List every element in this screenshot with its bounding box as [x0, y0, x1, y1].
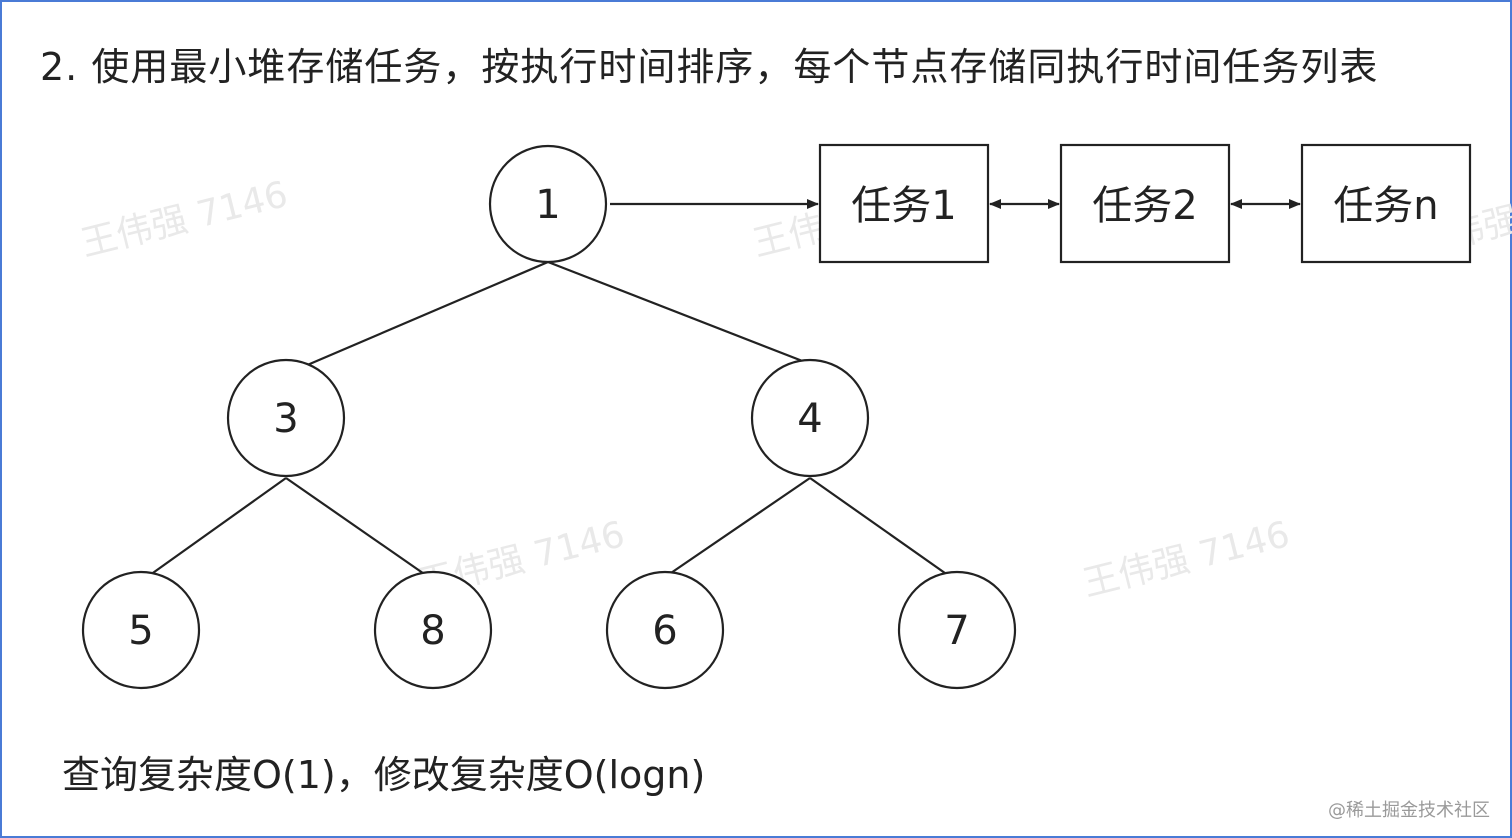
edge-1-3 [304, 260, 549, 368]
edge-4-7 [809, 477, 953, 579]
heap-node-label: 4 [797, 396, 822, 442]
task-box-label: 任务n [1333, 183, 1438, 229]
heap-node-4: 4 [750, 358, 870, 478]
page-title: 2. 使用最小堆存储任务，按执行时间排序，每个节点存储同执行时间任务列表 [40, 45, 1379, 89]
edge-4-6 [667, 477, 811, 576]
task-box-label: 任务2 [1092, 183, 1197, 229]
heap-node-6: 6 [605, 570, 725, 690]
heap-node-label: 7 [944, 608, 969, 654]
edge-3-5 [149, 477, 287, 576]
heap-node-label: 1 [535, 182, 560, 228]
edge-1-4 [547, 260, 806, 364]
task-box-2: 任务2 [1059, 143, 1231, 264]
heap-node-5: 5 [81, 570, 201, 690]
heap-node-7: 7 [897, 570, 1017, 690]
complexity-note: 查询复杂度O(1)，修改复杂度O(logn) [62, 753, 706, 797]
task-box-n: 任务n [1300, 143, 1472, 264]
heap-node-label: 5 [128, 608, 153, 654]
source-credit: @稀土掘金技术社区 [1328, 800, 1490, 821]
heap-node-label: 3 [273, 396, 298, 442]
heap-edges [149, 260, 953, 579]
task-box-label: 任务1 [851, 183, 956, 229]
heap-node-label: 6 [652, 608, 677, 654]
heap-node-1: 1 [488, 144, 608, 264]
heap-node-8: 8 [373, 570, 493, 690]
edge-3-8 [285, 477, 431, 579]
heap-node-3: 3 [226, 358, 346, 478]
heap-node-label: 8 [420, 608, 445, 654]
task-box-1: 任务1 [818, 143, 990, 264]
